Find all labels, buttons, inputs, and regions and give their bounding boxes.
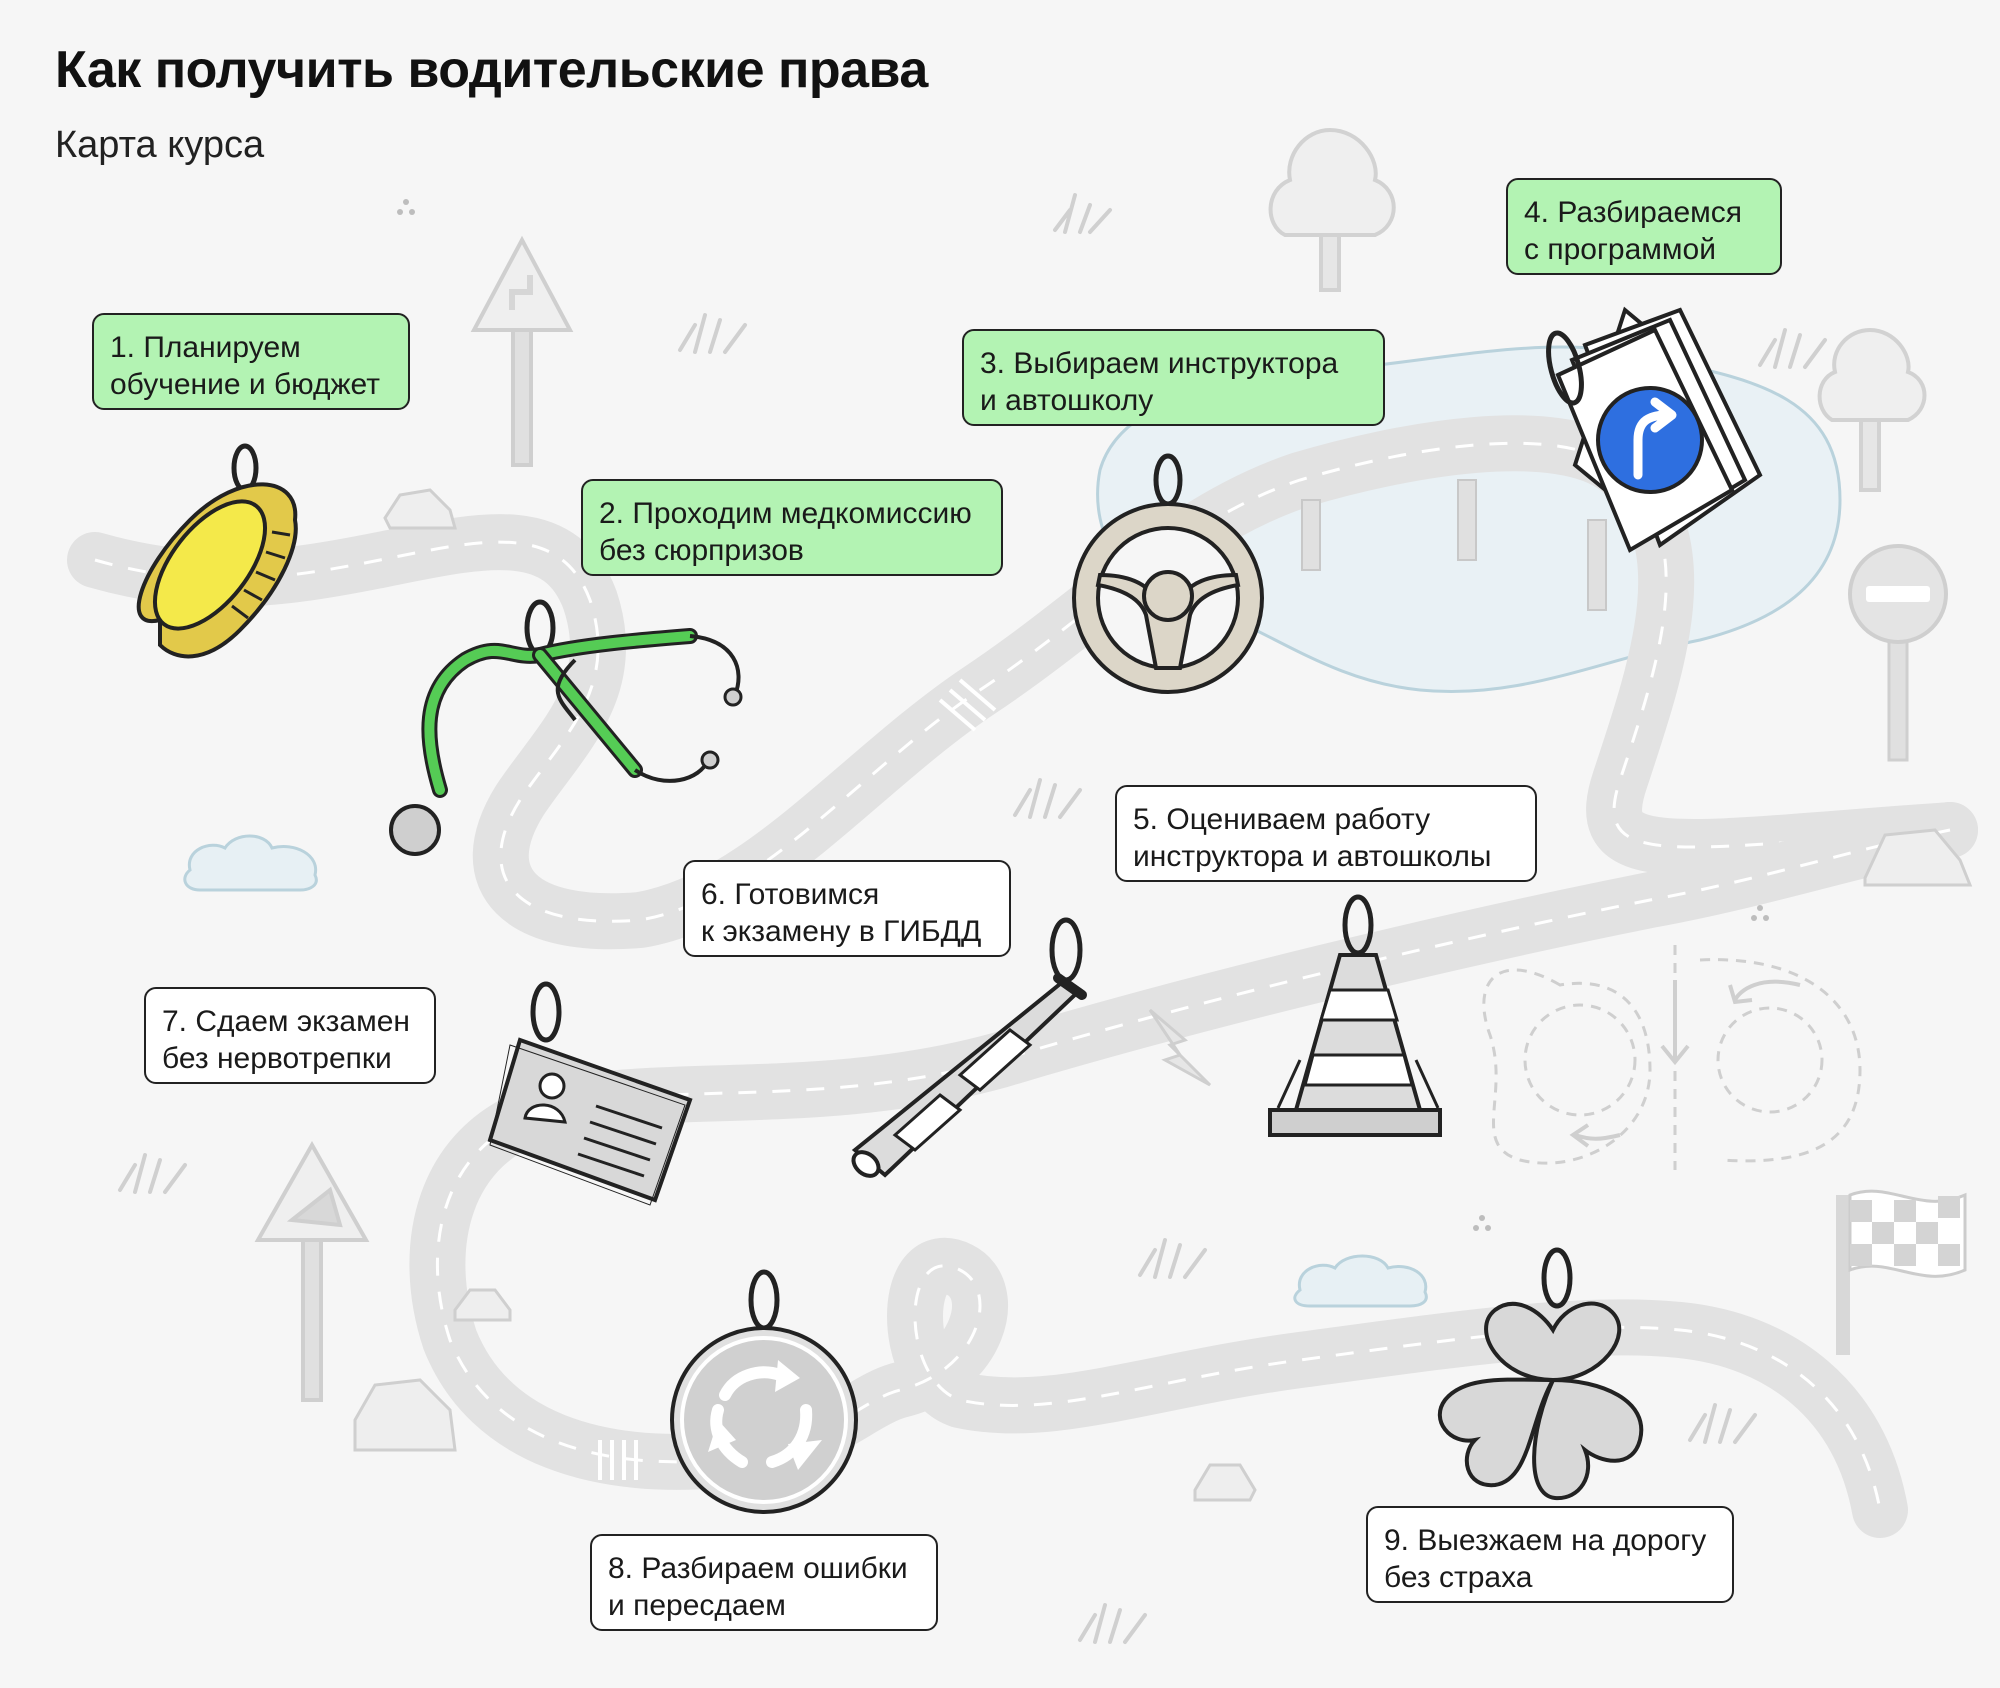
lightning-icon (1148, 1008, 1212, 1087)
step-6-card: 6. Готовимся к экзамену в ГИБДД (683, 860, 1011, 957)
step-1-line-1: 1. Планируем (110, 331, 301, 364)
id-card-icon (487, 981, 693, 1206)
step-3-line-2: и автошколу (980, 384, 1154, 417)
step-7-card: 7. Сдаем экзамен без нервотрепки (144, 987, 436, 1084)
bridge-pillars (1301, 479, 1607, 611)
step-9-line-2: без страха (1384, 1561, 1533, 1594)
step-8-line-2: и пересдаем (608, 1589, 786, 1622)
step-7-line-2: без нервотрепки (162, 1042, 392, 1075)
finish-flag-icon (1836, 1189, 1967, 1355)
step-2-line-2: без сюрпризов (599, 534, 804, 567)
step-5-line-2: инструктора и автошколы (1133, 840, 1492, 873)
steering-wheel-icon (1072, 453, 1264, 694)
traffic-baton-icon (851, 917, 1087, 1178)
step-2-line-1: 2. Проходим медкомиссию (599, 497, 972, 530)
step-9-card: 9. Выезжаем на дорогу без страха (1366, 1506, 1734, 1603)
falling-rocks-sign-icon (254, 1140, 370, 1402)
cloud-icon (183, 834, 1428, 1308)
step-9-line-1: 9. Выезжаем на дорогу (1384, 1524, 1707, 1557)
decor-dots (397, 199, 1769, 1231)
coin-icon (136, 443, 298, 659)
roundabout-sign-icon (670, 1269, 858, 1514)
step-1-card: 1. Планируем обучение и бюджет (92, 313, 410, 410)
road-signs-booklet-icon (1546, 306, 1763, 553)
step-4-line-1: 4. Разбираемся (1524, 196, 1742, 229)
rock-icon (353, 488, 1973, 1502)
tree-icon (1268, 127, 1927, 492)
step-8-card: 8. Разбираем ошибки и пересдаем (590, 1534, 938, 1631)
winding-road-sign-icon (470, 235, 574, 467)
step-5-card: 5. Оцениваем работу инструктора и автошк… (1115, 785, 1537, 882)
step-6-line-1: 6. Готовимся (701, 878, 880, 911)
step-3-line-1: 3. Выбираем инструктора (980, 347, 1339, 380)
traffic-cone-icon (1268, 894, 1442, 1137)
step-1-line-2: обучение и бюджет (110, 368, 380, 401)
page-title: Как получить водительские права (55, 41, 928, 99)
clover-icon (1437, 1247, 1644, 1501)
step-2-card: 2. Проходим медкомиссию без сюрпризов (581, 479, 1003, 576)
step-5-line-1: 5. Оцениваем работу (1133, 803, 1431, 836)
maneuver-arrows (1569, 979, 1801, 1148)
step-3-card: 3. Выбираем инструктора и автошколу (962, 329, 1385, 426)
page-subtitle: Карта курса (55, 124, 265, 166)
step-4-card: 4. Разбираемся с программой (1506, 178, 1782, 275)
road (67, 415, 1978, 1538)
step-4-line-2: с программой (1524, 233, 1716, 266)
step-6-line-2: к экзамену в ГИБДД (701, 915, 982, 948)
step-7-line-1: 7. Сдаем экзамен (162, 1005, 410, 1038)
step-8-line-1: 8. Разбираем ошибки (608, 1552, 908, 1585)
grass-icon (118, 193, 1827, 1644)
stethoscope-icon (389, 599, 743, 856)
no-entry-sign-icon (1848, 544, 1948, 762)
